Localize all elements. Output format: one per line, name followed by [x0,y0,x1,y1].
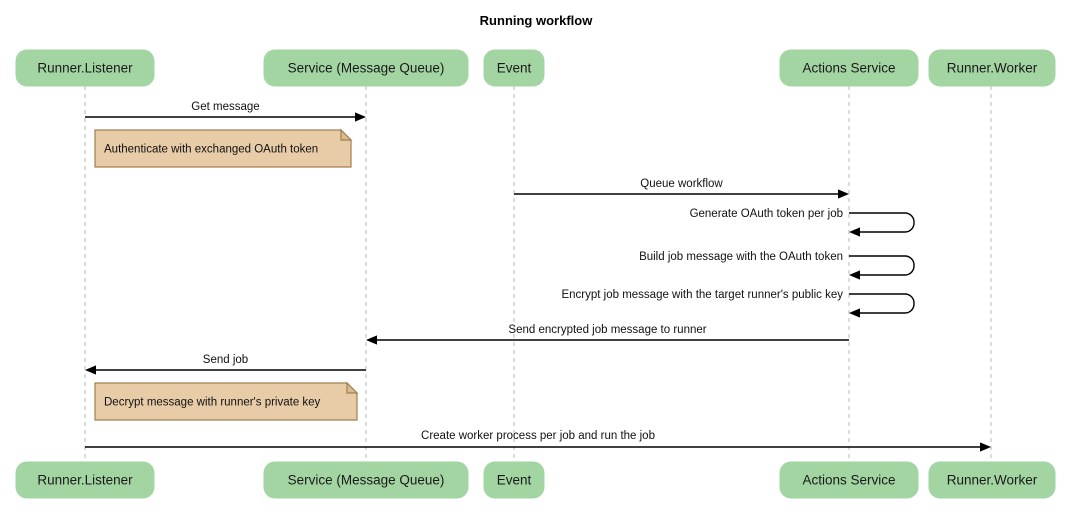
actor-box-actions-service-top[interactable] [779,49,919,87]
message-encrypt-job-message-arrowhead-icon [849,308,860,318]
message-encrypt-job-message-loop [849,293,915,314]
actor-box-runner-listener-bottom[interactable] [15,461,155,499]
message-create-worker-process-arrowhead-icon [980,442,991,452]
note-decrypt-body [94,382,358,421]
notes-group: Authenticate with exchanged OAuth tokenD… [94,128,359,421]
actor-box-service-mq-bottom[interactable] [263,461,469,499]
message-send-job-arrowhead-icon [85,365,96,375]
message-create-worker-process: Create worker process per job and run th… [85,430,991,452]
message-send-encrypted-job-message: Send encrypted job message to runner [366,324,849,345]
message-build-job-message-label: Build job message with the OAuth token [639,251,843,263]
message-get-message-label: Get message [191,101,259,113]
actor-label-runner-listener-top: Runner.Listener [37,61,133,76]
diagram-title: Running workflow [480,13,594,28]
actor-box-actions-service-bottom[interactable] [779,461,919,499]
note-authenticate-label: Authenticate with exchanged OAuth token [104,144,318,156]
actors-top-group: Runner.Listener Service (Message Queue) Ev… [15,49,1056,87]
note-decrypt-fold-icon [346,381,359,394]
actor-label-actions-service-top: Actions Service [802,61,895,76]
message-send-job: Send job [85,354,366,375]
actors-bottom-group: Runner.Listener Service (Message Queue) Ev… [15,461,1056,499]
actor-label-event-top: Event [497,61,532,76]
note-authenticate: Authenticate with exchanged OAuth token [94,128,353,168]
message-generate-oauth-token-loop [849,212,915,233]
actor-label-runner-worker-bottom: Runner.Worker [947,473,1038,488]
message-send-job-label: Send job [203,354,248,366]
actor-box-runner-worker-top[interactable] [928,49,1056,87]
message-build-job-message-loop [849,255,915,276]
actor-label-event-bottom: Event [497,473,532,488]
message-encrypt-job-message-label: Encrypt job message with the target runn… [561,289,843,301]
actor-label-actions-service-bottom: Actions Service [802,473,895,488]
message-create-worker-process-label: Create worker process per job and run th… [421,430,655,442]
note-decrypt: Decrypt message with runner's private ke… [94,381,359,421]
message-build-job-message-arrowhead-icon [849,270,860,280]
message-generate-oauth-token: Generate OAuth token per job [690,208,915,237]
message-send-encrypted-job-message-arrowhead-icon [366,335,377,345]
actor-box-runner-listener-top[interactable] [15,49,155,87]
actor-label-service-mq-bottom: Service (Message Queue) [288,473,445,488]
message-generate-oauth-token-arrowhead-icon [849,227,860,237]
message-build-job-message: Build job message with the OAuth token [639,251,915,280]
note-authenticate-body [94,129,352,168]
actor-box-service-mq-top[interactable] [263,49,469,87]
actor-box-runner-worker-bottom[interactable] [928,461,1056,499]
actor-box-event-bottom[interactable] [483,461,545,499]
note-decrypt-label: Decrypt message with runner's private ke… [104,397,321,409]
lifelines-group [84,86,992,462]
message-queue-workflow: Queue workflow [514,178,849,199]
message-generate-oauth-token-label: Generate OAuth token per job [690,208,843,220]
message-queue-workflow-label: Queue workflow [640,178,723,190]
actor-box-event-top[interactable] [483,49,545,87]
message-send-encrypted-job-message-label: Send encrypted job message to runner [508,324,706,336]
message-get-message: Get message [85,101,366,122]
note-authenticate-fold-icon [340,128,353,141]
message-get-message-arrowhead-icon [355,112,366,122]
message-encrypt-job-message: Encrypt job message with the target runn… [561,289,915,318]
message-queue-workflow-arrowhead-icon [838,189,849,199]
actor-label-service-mq-top: Service (Message Queue) [288,61,445,76]
actor-label-runner-worker-top: Runner.Worker [947,61,1038,76]
actor-label-runner-listener-bottom: Runner.Listener [37,473,133,488]
